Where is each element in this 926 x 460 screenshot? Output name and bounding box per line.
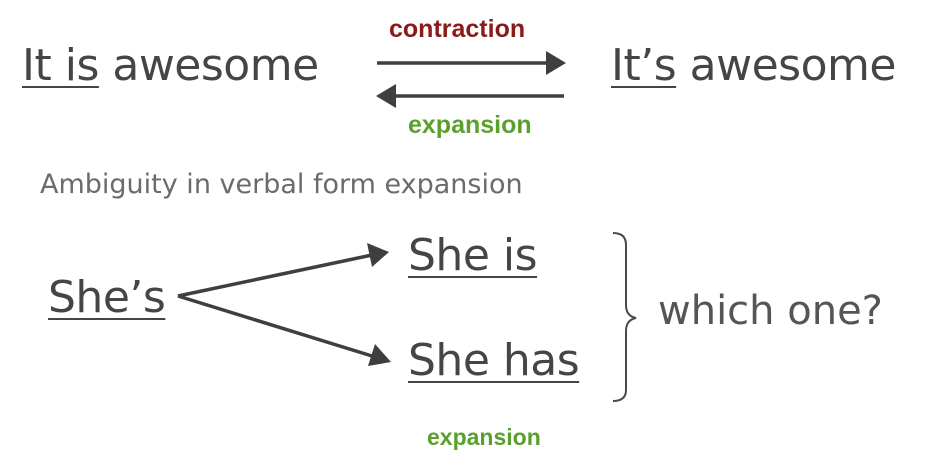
original-phrase-verb: It is xyxy=(22,40,99,91)
contracted-phrase-rest: awesome xyxy=(676,40,897,91)
option-she-is-text: She is xyxy=(408,230,538,281)
expansion-arrow xyxy=(376,84,564,108)
contracted-phrase-verb: It’s xyxy=(611,40,677,91)
bottom-expansion-label: expansion xyxy=(427,424,541,450)
original-phrase: It is awesome xyxy=(22,40,319,92)
ambiguous-source: She’s xyxy=(48,272,166,324)
expansion-label: expansion xyxy=(408,111,532,139)
branch-arrow-top xyxy=(177,243,389,298)
contracted-phrase: It’s awesome xyxy=(611,40,896,92)
ambiguity-title: Ambiguity in verbal form expansion xyxy=(40,169,523,200)
ambiguous-source-text: She’s xyxy=(48,272,166,323)
option-she-has: She has xyxy=(408,335,580,387)
question-text: which one? xyxy=(658,288,883,334)
curly-brace xyxy=(612,232,637,402)
option-she-has-text: She has xyxy=(408,335,580,386)
contraction-label: contraction xyxy=(389,15,526,43)
original-phrase-rest: awesome xyxy=(98,40,319,91)
branch-arrow-bottom xyxy=(177,294,391,366)
contraction-arrow xyxy=(377,51,566,75)
option-she-is: She is xyxy=(408,230,538,282)
